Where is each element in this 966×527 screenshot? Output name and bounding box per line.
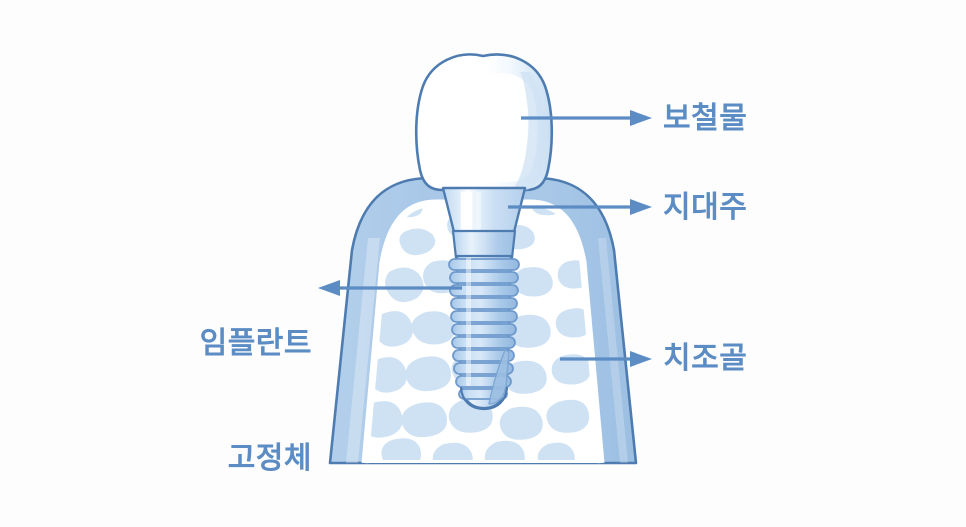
prosthesis-crown: [414, 53, 554, 192]
arrow-alveolar-bone: [560, 351, 652, 367]
crown-inner-highlight: [430, 73, 538, 182]
label-alveolar-bone: 치조골: [663, 342, 748, 375]
bone-highlight-stripes: [346, 238, 628, 463]
arrow-prosthesis: [521, 110, 652, 126]
crown-right-shade: [512, 72, 545, 190]
label-prosthesis: 보철물: [663, 102, 748, 135]
abutment-highlight-stripe-2: [476, 192, 481, 230]
arrow-abutment: [508, 199, 652, 215]
fixture-apical-flute: [488, 349, 510, 405]
label-abutment: 지대주: [663, 191, 748, 224]
label-implant-fixture-line1: 임플란트: [199, 326, 312, 360]
arrow-implant-fixture: [318, 280, 462, 296]
abutment-shape: [441, 186, 527, 234]
fixture-threads: [448, 258, 520, 400]
fixture-apex: [459, 386, 509, 411]
implant-fixture-group: [448, 229, 520, 411]
label-implant-fixture: 임플란트 고정체: [178, 248, 312, 527]
label-implant-fixture-line2: 고정체: [227, 441, 312, 475]
alveolar-bone-group: [328, 176, 638, 465]
fixture-highlight: [466, 258, 471, 386]
abutment-highlight-stripe: [461, 192, 472, 230]
leader-arrows: [318, 110, 652, 367]
abutment-group: [441, 186, 527, 234]
fixture-collar: [451, 229, 517, 260]
